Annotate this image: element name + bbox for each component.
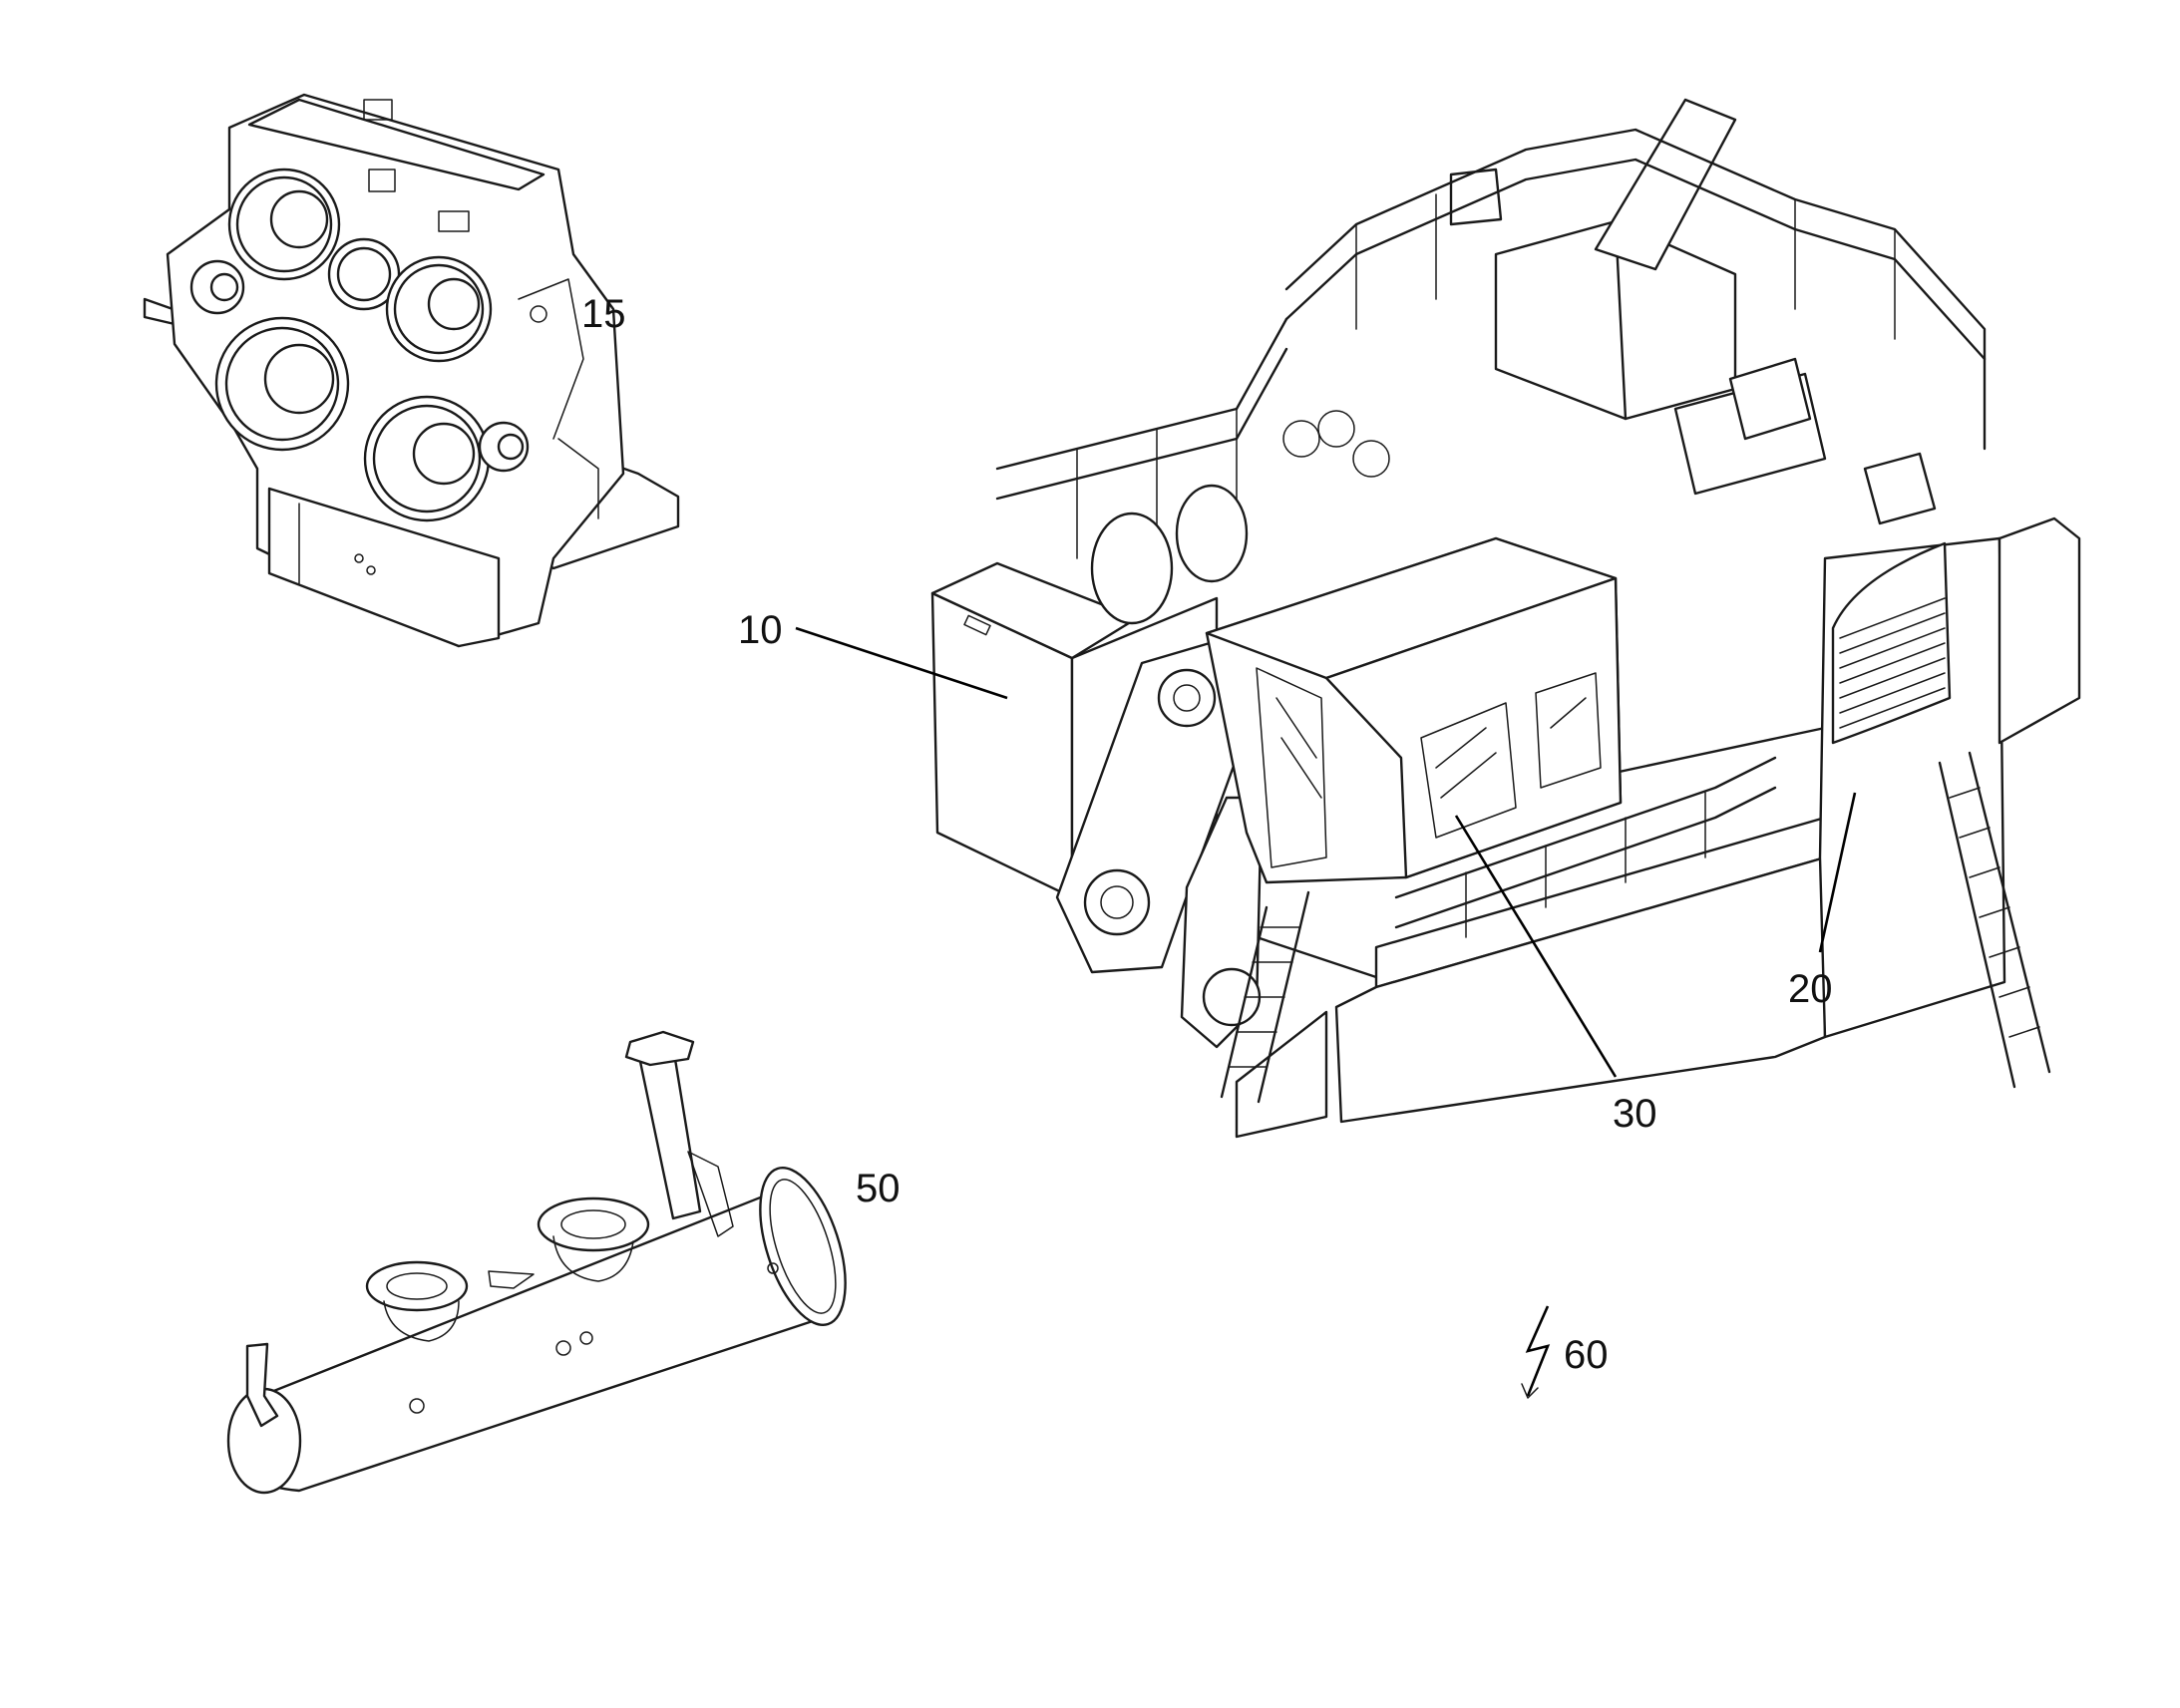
gear-flange-small-left [189, 259, 245, 315]
machine-drawing [930, 98, 2081, 1139]
label-overall-assembly: 60 [1564, 1333, 1609, 1377]
gearbox-drawing [143, 93, 680, 648]
leader-line-20 [1818, 792, 1857, 953]
gear-flange-small-right [478, 421, 530, 473]
label-gearbox: 15 [581, 292, 626, 336]
gear-flange-bottom-left [214, 316, 350, 452]
gear-flange-bottom-right [363, 395, 491, 522]
gear-flange-center [327, 237, 401, 311]
leader-line-30 [1454, 815, 1618, 1078]
radiator-grille [1831, 541, 1952, 745]
lightning-arrow-60 [1525, 1305, 1551, 1397]
boom-frame-left [1055, 636, 1264, 1049]
operator-cab [1205, 536, 1623, 884]
label-operator-cab: 30 [1613, 1092, 1657, 1136]
label-upper-carriage: 10 [738, 608, 783, 652]
leader-line-10 [795, 626, 1008, 700]
gear-flange-top-left [227, 168, 341, 281]
label-exhaust-muffler: 50 [856, 1167, 901, 1210]
muffler-drawing [226, 1030, 847, 1495]
front-stairs [1220, 890, 1310, 1104]
label-counterweight-body: 20 [1788, 967, 1833, 1011]
handrail-upper [995, 128, 1987, 559]
gear-flange-top-right [385, 255, 493, 363]
side-ladder [1938, 751, 2051, 1089]
